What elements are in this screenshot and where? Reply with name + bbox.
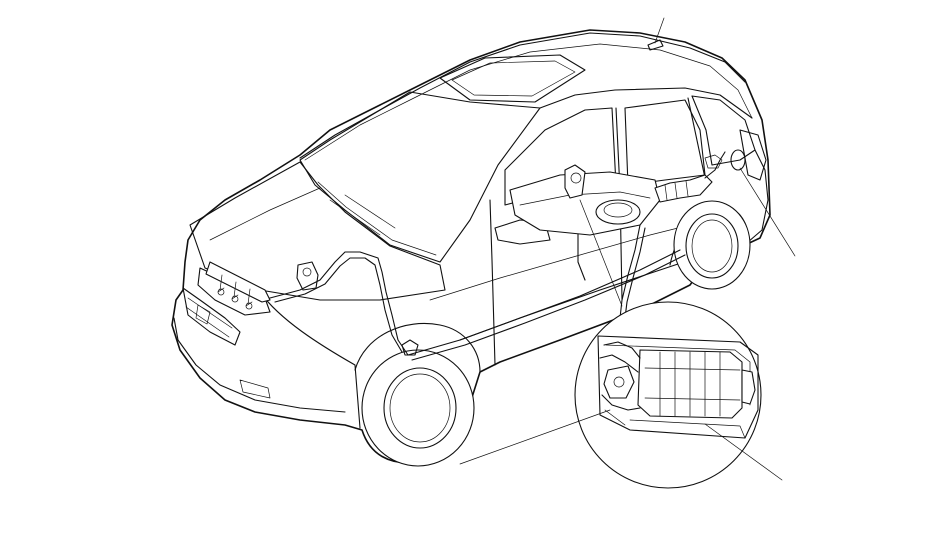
injector-1 bbox=[217, 274, 225, 293]
canister-band-top bbox=[644, 367, 741, 371]
tank-to-inset-pointer bbox=[579, 199, 623, 307]
fuel-pump-top bbox=[595, 199, 641, 225]
sending-unit bbox=[564, 164, 586, 199]
canister-inset bbox=[574, 301, 762, 489]
under-body-line-1 bbox=[407, 249, 681, 356]
under-body-line-2 bbox=[411, 254, 686, 361]
front-wheel-arch bbox=[354, 322, 481, 373]
injector-tip-1 bbox=[217, 288, 225, 296]
rear-light bbox=[739, 129, 767, 181]
filler-pipe bbox=[704, 151, 726, 179]
windshield-inner bbox=[317, 181, 437, 256]
grille bbox=[182, 287, 241, 346]
fuel-tank-seam bbox=[519, 191, 651, 206]
a-pillar bbox=[539, 87, 753, 119]
front-fender bbox=[259, 291, 361, 429]
canister-filter-pointer bbox=[704, 423, 783, 481]
sunroof bbox=[439, 54, 586, 103]
body-outline bbox=[171, 29, 771, 464]
injector-tip-2 bbox=[231, 295, 239, 303]
filler-neck bbox=[654, 174, 713, 203]
mounting-plate bbox=[597, 335, 759, 439]
injector-3 bbox=[245, 288, 253, 307]
c-pillar bbox=[687, 97, 706, 179]
front-wheel bbox=[361, 349, 475, 467]
canister-hose-3 bbox=[601, 394, 641, 411]
fuel-rail bbox=[205, 261, 271, 303]
canister-bracket-2 bbox=[604, 409, 626, 426]
filler-neck-bands bbox=[664, 180, 689, 201]
canister-line-2 bbox=[624, 227, 646, 319]
canister-valve bbox=[603, 365, 635, 399]
front-bumper bbox=[173, 317, 346, 413]
fuel-fill-door-pointer bbox=[739, 167, 796, 257]
windshield bbox=[299, 91, 541, 263]
canister-bracket bbox=[629, 419, 746, 439]
wiper-2 bbox=[344, 194, 396, 229]
fuel-system bbox=[205, 151, 726, 361]
canister-valve-port bbox=[613, 376, 625, 388]
fuel-line-engine-2 bbox=[274, 257, 403, 353]
fuel-fill-door bbox=[730, 149, 746, 171]
canister-hose-1 bbox=[603, 341, 641, 359]
injector-tip-3 bbox=[245, 302, 253, 310]
fuel-line-engine bbox=[269, 251, 409, 356]
badge bbox=[195, 304, 211, 325]
rear-wheel bbox=[673, 200, 751, 290]
rear-tail bbox=[747, 149, 769, 243]
hood-crease bbox=[209, 187, 321, 241]
fuel-pump-flange bbox=[603, 202, 633, 218]
canister-hose-2 bbox=[599, 354, 639, 373]
evap-canister-pointer bbox=[459, 409, 611, 465]
sunroof-inner bbox=[451, 60, 576, 97]
canister-end-cap bbox=[741, 369, 756, 405]
fuel-tank-housing bbox=[509, 171, 661, 236]
sending-unit-ring bbox=[570, 172, 582, 184]
antenna-pointer bbox=[654, 17, 665, 44]
fuel-line-down bbox=[401, 339, 419, 356]
filler-cap bbox=[704, 154, 723, 169]
canister-band-bottom bbox=[644, 397, 741, 401]
callout-lines bbox=[459, 17, 796, 481]
quarter-window bbox=[691, 95, 756, 166]
antenna-base bbox=[647, 39, 664, 51]
rear-door-window bbox=[624, 99, 706, 186]
roof-edge bbox=[299, 32, 746, 159]
purge-valve-port bbox=[302, 267, 312, 277]
door-front-edge bbox=[489, 199, 496, 366]
injector-2 bbox=[231, 281, 239, 300]
canister-line bbox=[619, 224, 641, 319]
fog-light bbox=[239, 379, 271, 399]
roof-rail bbox=[304, 43, 753, 161]
